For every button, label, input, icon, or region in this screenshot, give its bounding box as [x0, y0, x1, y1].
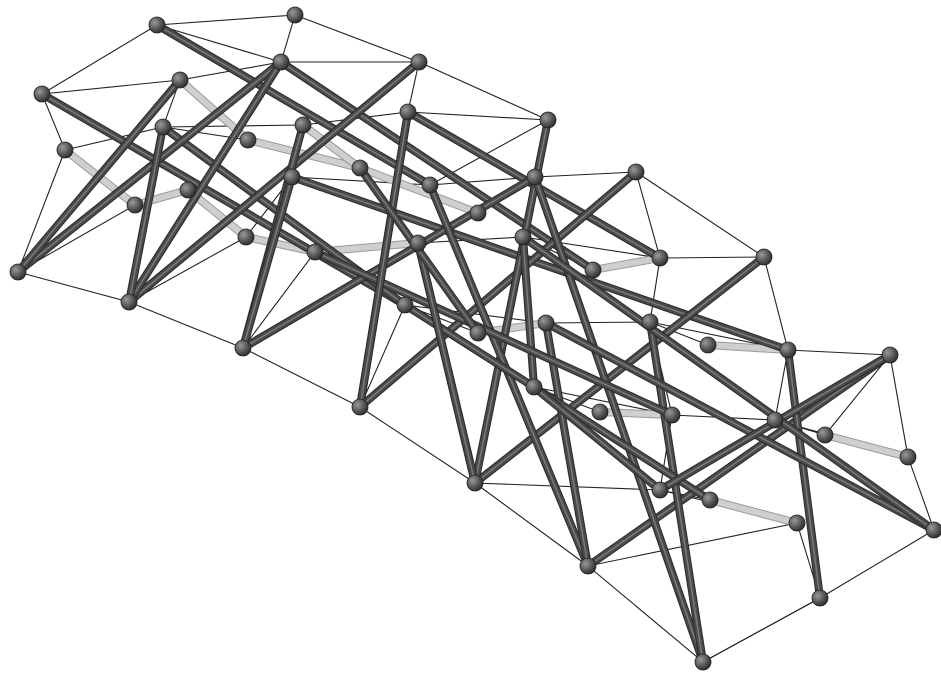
- node: [527, 169, 543, 185]
- node: [240, 132, 256, 148]
- node: [470, 205, 486, 221]
- node: [882, 347, 898, 363]
- node: [284, 169, 300, 185]
- cable: [475, 483, 660, 490]
- node: [789, 515, 805, 531]
- node: [352, 399, 368, 415]
- cable: [890, 355, 908, 457]
- node-layer: [10, 7, 941, 670]
- node: [900, 449, 916, 465]
- light-strut: [593, 258, 660, 270]
- light-strut: [710, 500, 797, 523]
- node: [580, 558, 596, 574]
- cable: [660, 257, 764, 258]
- node: [642, 314, 658, 330]
- light-strut: [825, 435, 908, 457]
- node: [817, 427, 833, 443]
- node: [121, 294, 137, 310]
- node: [238, 229, 254, 245]
- cable: [650, 258, 660, 322]
- cable: [820, 530, 934, 598]
- cable: [419, 62, 548, 120]
- node: [467, 475, 483, 491]
- node: [540, 112, 556, 128]
- node: [538, 315, 554, 331]
- node: [149, 17, 165, 33]
- node: [515, 229, 531, 245]
- node: [57, 142, 73, 158]
- node: [411, 54, 427, 70]
- node: [812, 590, 828, 606]
- node: [307, 244, 323, 260]
- cable: [788, 350, 890, 355]
- dark-strut-layer: [18, 25, 934, 662]
- node: [155, 119, 171, 135]
- cable: [535, 172, 636, 177]
- node: [470, 325, 486, 341]
- cable: [546, 322, 650, 323]
- node: [235, 340, 251, 356]
- node: [422, 177, 438, 193]
- cable: [18, 272, 129, 302]
- cable: [295, 15, 419, 62]
- node: [10, 264, 26, 280]
- cable: [703, 598, 820, 662]
- node: [628, 164, 644, 180]
- cable: [243, 348, 360, 407]
- node: [526, 379, 542, 395]
- node: [287, 7, 303, 23]
- node: [410, 235, 426, 251]
- node: [652, 482, 668, 498]
- node: [585, 262, 601, 278]
- node: [397, 297, 413, 313]
- cable: [157, 25, 281, 62]
- node: [295, 117, 311, 133]
- node: [664, 407, 680, 423]
- node: [592, 404, 608, 420]
- node: [702, 492, 718, 508]
- node: [180, 182, 196, 198]
- node: [780, 342, 796, 358]
- cable: [636, 172, 764, 257]
- dark-strut-highlight: [788, 350, 820, 598]
- node: [273, 54, 289, 70]
- node: [127, 197, 143, 213]
- cable: [408, 112, 548, 120]
- node: [926, 522, 941, 538]
- node: [352, 160, 368, 176]
- node: [652, 250, 668, 266]
- node: [172, 72, 188, 88]
- node: [695, 654, 711, 670]
- node: [400, 104, 416, 120]
- node: [700, 337, 716, 353]
- cable: [157, 15, 295, 25]
- node: [756, 249, 772, 265]
- cable: [764, 257, 788, 350]
- node: [767, 412, 783, 428]
- cable: [129, 302, 243, 348]
- node: [34, 86, 50, 102]
